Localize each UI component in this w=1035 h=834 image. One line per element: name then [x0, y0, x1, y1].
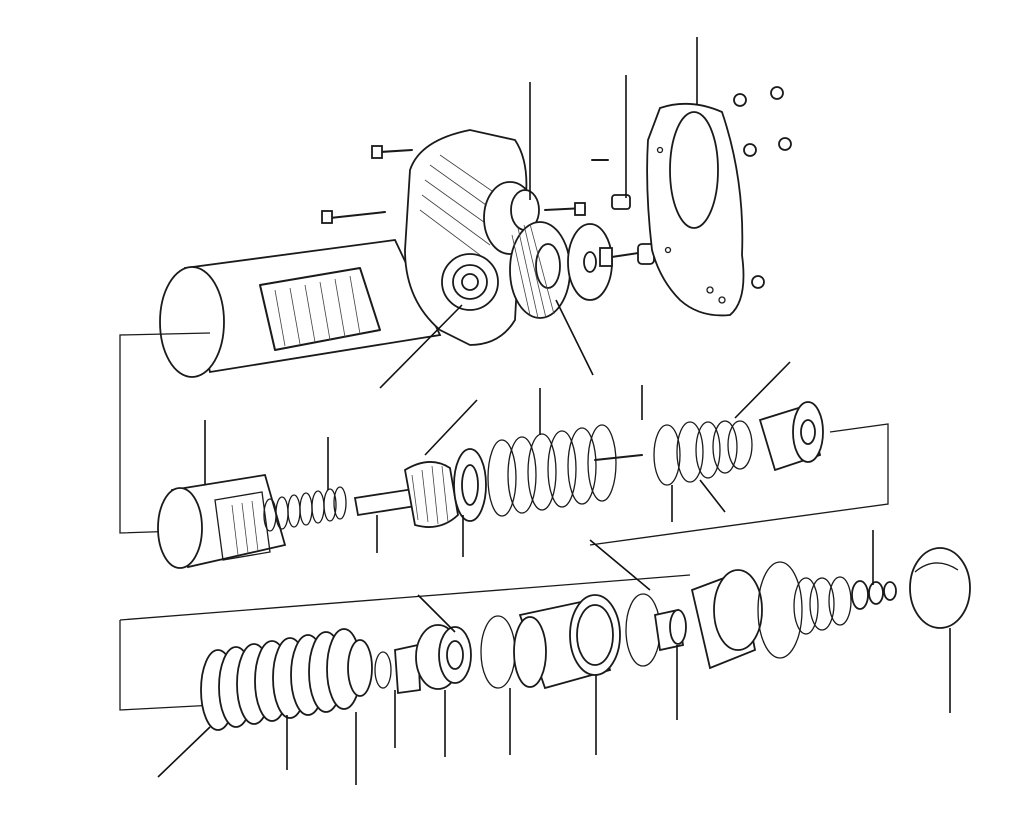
- small-spring: [263, 486, 347, 532]
- clutch-drum: [157, 473, 287, 569]
- cover-gasket: [646, 102, 745, 317]
- leader-lines-bottom: [157, 530, 951, 785]
- splined-shaft: [353, 461, 459, 528]
- end-cap: [909, 547, 971, 629]
- leader-lines-middle: [204, 361, 791, 591]
- main-housing-assembly: [159, 129, 631, 378]
- large-spring: [453, 424, 643, 522]
- valve-parts: [625, 561, 897, 670]
- hub-and-washers: [374, 624, 472, 695]
- leader-lines-top: [379, 37, 698, 389]
- bottom-panel-frame: [119, 574, 691, 711]
- washer-and-stud: [567, 223, 655, 301]
- rings-and-bush: [653, 401, 824, 486]
- cone-clutch: [480, 594, 621, 690]
- spring-stack: [200, 628, 373, 731]
- nuts: [733, 86, 792, 289]
